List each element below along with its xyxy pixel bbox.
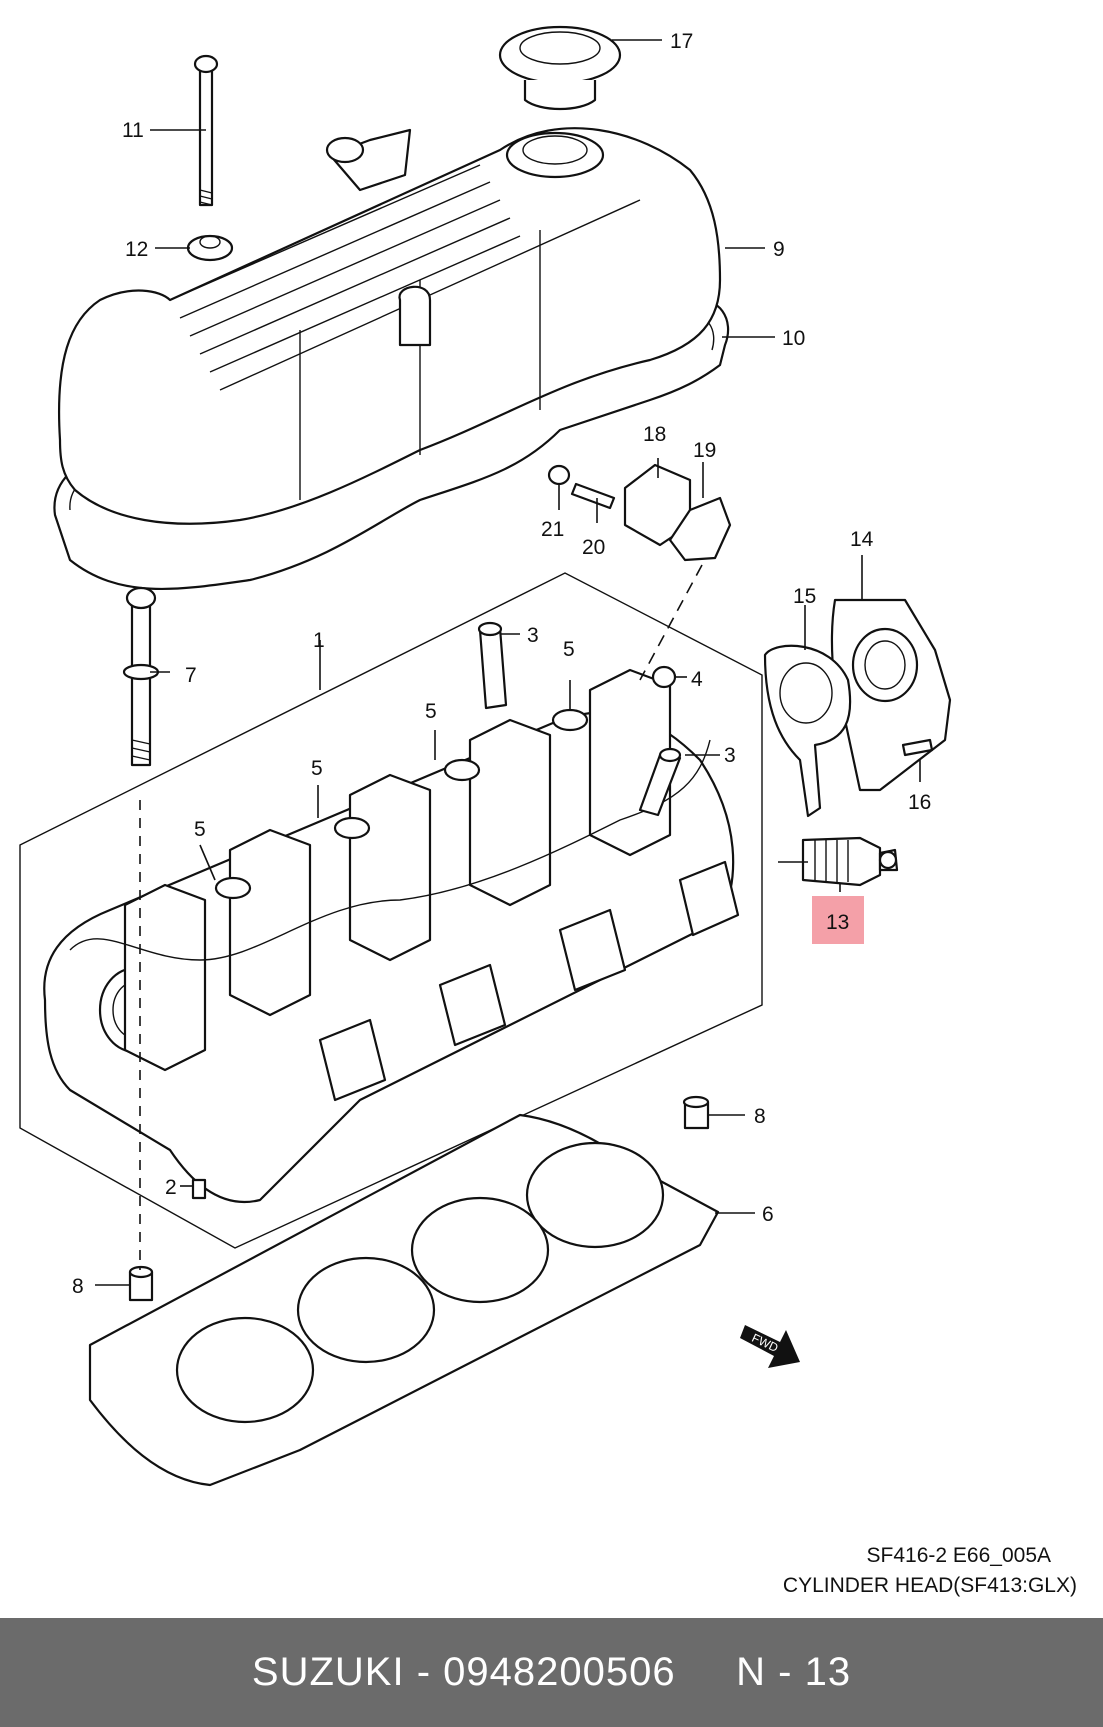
callout-6: 6 [762,1203,774,1226]
footer-bar: SUZUKI - 0948200506 N - 13 [0,1618,1103,1727]
thermostat-gasket-drawing [763,644,852,818]
diagram-code: SF416-2 E66_005A [866,1544,1051,1567]
seal-5-drawing [214,708,589,900]
callout-19: 19 [693,439,716,462]
callout-1: 1 [313,629,325,652]
callout-4: 4 [691,668,703,691]
stud-20-drawing [570,482,616,510]
callout-13: 13 [826,911,849,934]
footer-part-number: SUZUKI - 0948200506 N - 13 [251,1650,852,1694]
spark-plug-drawing [801,836,899,887]
callout-8a: 8 [754,1105,766,1128]
stud-2-drawing [191,1178,207,1200]
callout-18: 18 [643,423,666,446]
callout-17: 17 [670,30,693,53]
callout-15: 15 [793,585,816,608]
fwd-arrow-icon: FWD [740,1325,800,1368]
part-13-highlight [812,896,864,944]
head-bolt-7-drawing [122,586,160,767]
valve-cover-drawing [57,127,722,525]
cylinder-head-parts-diagram: FWD [19,25,952,1487]
callout-3b: 3 [724,744,736,767]
callout-16: 16 [908,791,931,814]
callout-5c: 5 [311,757,323,780]
dowel-8-drawing [128,1095,710,1302]
head-gasket-drawing [88,1113,720,1487]
bolt-11-drawing [193,54,219,207]
callout-14: 14 [850,528,874,551]
callout-11: 11 [122,119,144,142]
leader-lines [95,39,921,1286]
callout-labels: 11 12 17 9 10 18 19 21 20 14 15 1 3 5 4 … [72,30,931,1298]
callout-2: 2 [165,1176,177,1199]
gasket-19-drawing [668,496,732,562]
callout-5b: 5 [425,700,437,723]
plug-4-drawing [651,665,677,689]
callout-20: 20 [582,536,605,559]
callout-21: 21 [541,518,564,541]
callout-8b: 8 [72,1275,84,1298]
callout-12: 12 [125,238,148,261]
callout-7: 7 [185,664,197,687]
fwd-label: FWD [750,1331,781,1355]
cylinder-head-drawing [19,572,763,1249]
bolt-16-drawing [901,738,934,757]
oil-filler-cap-drawing [498,25,622,110]
callout-5d: 5 [194,818,206,841]
callout-10: 10 [782,327,805,350]
dowel-pin-3-drawing [477,621,682,817]
nut-21-drawing [547,464,571,486]
callout-9: 9 [773,238,785,261]
callout-5a: 5 [563,638,575,661]
diagram-title: CYLINDER HEAD(SF413:GLX) [782,1574,1077,1597]
grommet-12-drawing [186,234,234,262]
callout-3a: 3 [527,624,539,647]
